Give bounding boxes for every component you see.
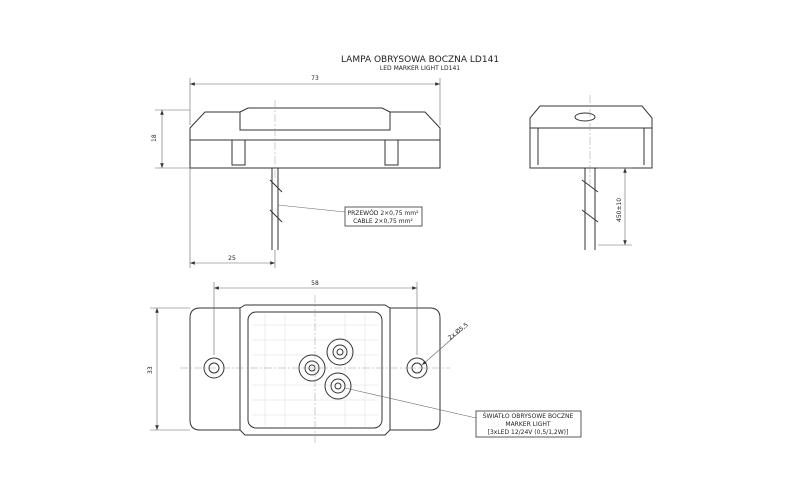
side-view: 450±10	[529, 95, 653, 250]
light-label-en: MARKER LIGHT	[505, 421, 551, 428]
front-view	[180, 295, 450, 445]
cable-label: PRZEWÓD 2×0,75 mm² CABLE 2×0,75 mm²	[277, 204, 423, 227]
dim-73: 73	[189, 75, 441, 125]
cable-label-pl: PRZEWÓD 2×0,75 mm²	[347, 210, 419, 217]
title: LAMPA OBRYSOWA BOCZNA LD141	[341, 55, 499, 65]
cable-label-en: CABLE 2×0,75 mm²	[353, 218, 413, 225]
dim-33: 33	[147, 307, 190, 431]
dim-width: 33	[147, 366, 154, 374]
dim-length: 73	[311, 75, 319, 82]
led-cluster	[298, 338, 354, 400]
subtitle: LED MARKER LIGHT LD141	[380, 65, 460, 72]
dim-height: 18	[151, 134, 158, 142]
hole-callout: 2x Ø5,5	[421, 321, 470, 366]
dim-25: 25	[189, 168, 276, 268]
dim-cable-offset: 25	[228, 255, 236, 262]
light-label-pl: ŚWIATŁO OBRYSOWE BOCZNE	[483, 413, 574, 420]
light-label: ŚWIATŁO OBRYSOWE BOCZNE MARKER LIGHT [3x…	[344, 387, 582, 438]
dim-hole-diameter: 2x Ø5,5	[447, 321, 470, 341]
dim-hole-spacing: 58	[311, 280, 319, 287]
dim-58: 58	[213, 280, 418, 355]
dim-cable-length: 450±10	[616, 198, 623, 222]
light-label-spec: [3xLED 12/24V (0,5/1,2W)]	[488, 429, 569, 436]
dim-18: 18	[151, 109, 190, 169]
top-view	[189, 100, 441, 250]
